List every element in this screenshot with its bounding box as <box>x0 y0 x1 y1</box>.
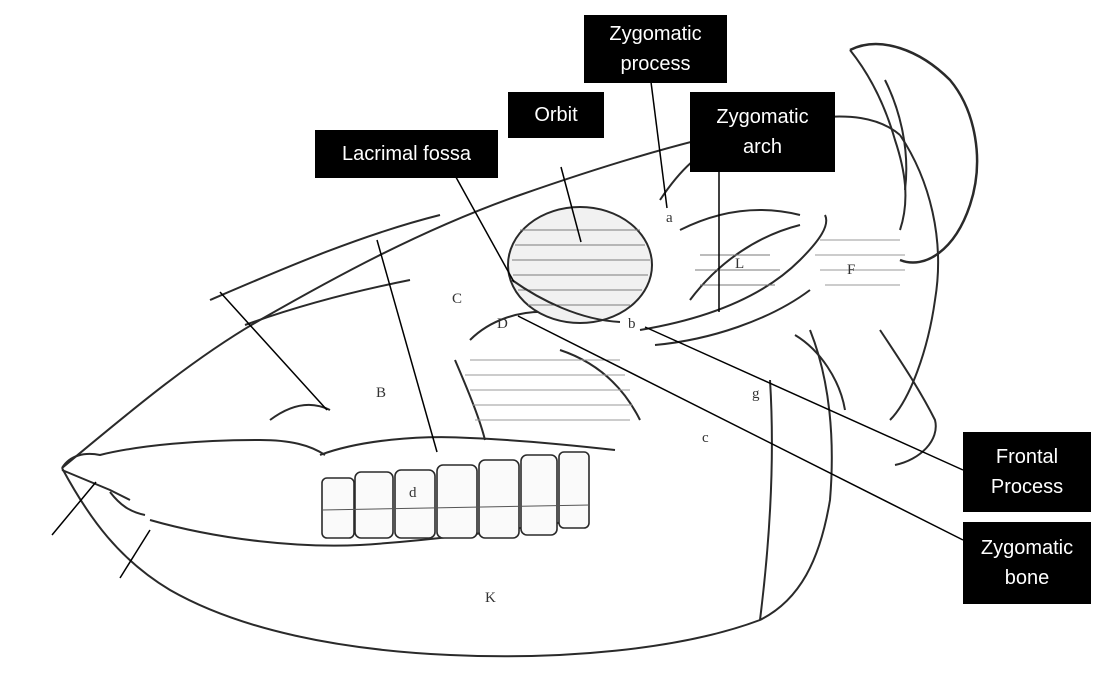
letter-a: a <box>666 210 673 226</box>
letter-L: L <box>735 256 744 272</box>
callout-frontal-process-line1: Frontal <box>991 442 1063 472</box>
letter-F: F <box>847 262 855 278</box>
callout-zygomatic-process-line1: Zygomatic <box>609 19 701 49</box>
letter-b: b <box>628 316 636 332</box>
callout-lacrimal-fossa-line1: Lacrimal fossa <box>342 139 471 169</box>
letter-d: d <box>409 485 417 501</box>
callout-zygomatic-bone-line2: bone <box>981 563 1073 593</box>
leader-zygomatic-process <box>651 82 667 208</box>
cheek-teeth <box>322 452 590 538</box>
callout-zygomatic-arch-line2: arch <box>716 132 808 162</box>
callout-zygomatic-bone-line1: Zygomatic <box>981 533 1073 563</box>
leader-nasal <box>220 292 327 410</box>
letter-c: c <box>702 430 709 446</box>
letter-g: g <box>752 386 760 402</box>
callout-lacrimal-fossa: Lacrimal fossa <box>315 130 498 178</box>
callout-zygomatic-process: Zygomatic process <box>584 15 727 83</box>
callout-zygomatic-arch-line1: Zygomatic <box>716 102 808 132</box>
callout-zygomatic-process-line2: process <box>609 49 701 79</box>
leader-lacrimal-fossa <box>452 170 514 282</box>
letter-D: D <box>497 316 508 332</box>
callout-orbit-line1: Orbit <box>534 100 577 130</box>
letter-B: B <box>376 385 386 401</box>
orbit-region <box>508 207 652 323</box>
callout-zygomatic-arch: Zygomatic arch <box>690 92 835 172</box>
letter-C: C <box>452 291 462 307</box>
callout-orbit: Orbit <box>508 92 604 138</box>
letter-K: K <box>485 590 496 606</box>
callout-zygomatic-bone: Zygomatic bone <box>963 522 1091 604</box>
callout-frontal-process: Frontal Process <box>963 432 1091 512</box>
leader-frontal-process <box>645 327 963 470</box>
leader-incisive <box>377 240 437 452</box>
callout-frontal-process-line2: Process <box>991 472 1063 502</box>
